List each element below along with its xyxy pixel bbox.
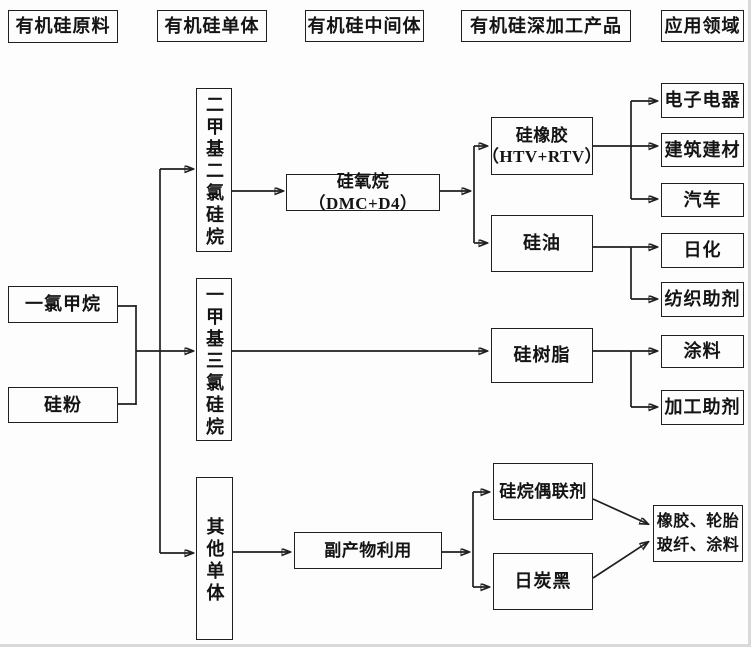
node-app-coatings: 涂料	[661, 335, 744, 368]
node-silicone-rubber-htv-rtv: 硅橡胶 （HTV+RTV）	[482, 117, 602, 175]
node-silane-coupling-agent: 硅烷偶联剂	[493, 463, 593, 520]
header-monomers: 有机硅单体	[157, 10, 267, 42]
node-app-daily-chemicals: 日化	[661, 233, 744, 268]
node-other-monomers: 其他单体	[196, 477, 233, 640]
header-raw-materials: 有机硅原料	[8, 10, 118, 43]
header-application-fields: 应用领域	[661, 10, 744, 42]
node-app-construction-materials: 建筑建材	[661, 133, 744, 167]
node-chloromethane: 一氯甲烷	[8, 286, 118, 323]
node-dimethyl-dichlorosilane: 二甲基二氯硅烷	[196, 88, 232, 252]
node-app-electronics: 电子电器	[661, 83, 744, 118]
node-siloxane-dmc-d4: 硅氧烷（DMC+D4）	[286, 172, 440, 213]
node-methyl-trichlorosilane: 一甲基三氯硅烷	[196, 278, 232, 441]
node-app-rubber-tire-glassfiber-coatings: 橡胶、轮胎 玻纤、涂料	[653, 505, 743, 562]
header-deep-processing-products: 有机硅深加工产品	[461, 10, 631, 42]
node-app-processing-aids: 加工助剂	[661, 390, 744, 425]
node-silicon-powder: 硅粉	[8, 387, 118, 423]
node-app-automobile: 汽车	[661, 183, 744, 217]
node-byproduct-utilization: 副产物利用	[294, 532, 442, 569]
node-silicone-oil: 硅油	[491, 215, 593, 272]
header-intermediates: 有机硅中间体	[305, 10, 424, 42]
node-app-textile-auxiliaries: 纺织助剂	[661, 282, 744, 317]
node-carbon-black: 日炭黑	[493, 553, 593, 610]
node-silicone-resin: 硅树脂	[491, 328, 593, 383]
